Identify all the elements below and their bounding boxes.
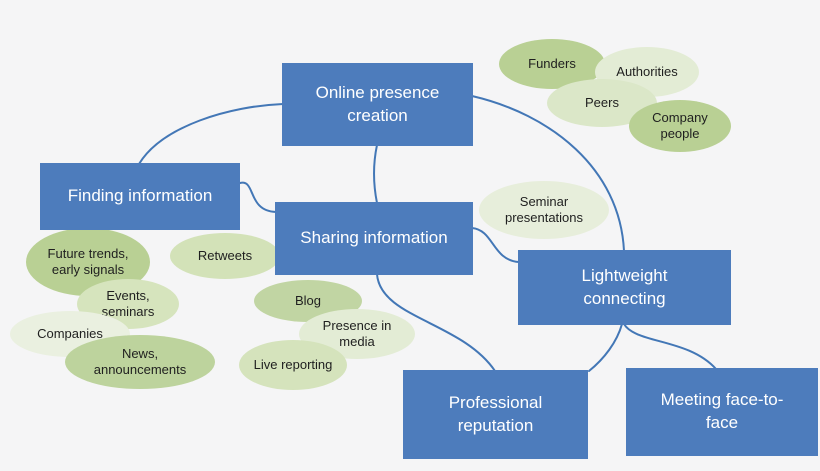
topic-news-announcements: News, announcements [65, 335, 215, 389]
topic-seminar-presentations: Seminar presentations [479, 181, 609, 239]
topic-retweets: Retweets [170, 233, 280, 279]
connector-lightweight-meeting [623, 323, 717, 370]
connector-online-finding [138, 103, 284, 165]
node-label: Sharing information [300, 228, 448, 248]
topic-label: Peers [585, 94, 619, 110]
topic-label: Seminar presentations [504, 193, 584, 225]
node-label: Lightweight connecting [581, 265, 668, 308]
connector-finding-sharing [239, 181, 277, 213]
node-label: Online presence creation [315, 82, 440, 125]
topic-label: Blog [294, 292, 322, 308]
node-meeting-face-to-face: Meeting face-to-face [626, 368, 818, 456]
topic-label: Companies [37, 325, 103, 341]
topic-label: Funders [528, 55, 576, 71]
node-lightweight-connecting: Lightweight connecting [518, 250, 731, 325]
connector-online-lightweight [471, 95, 625, 252]
node-online-presence-creation: Online presence creation [282, 63, 473, 146]
node-sharing-information: Sharing information [275, 202, 473, 275]
topic-label: Company people [652, 109, 708, 141]
node-professional-reputation: Professional reputation [403, 370, 588, 459]
topic-label: Authorities [616, 63, 678, 79]
topic-live-reporting: Live reporting [239, 340, 347, 390]
connector-sharing-professional [376, 273, 496, 372]
topic-label: Future trends, early signals [47, 245, 129, 277]
topic-label: Retweets [197, 247, 253, 263]
node-label: Professional reputation [448, 392, 543, 435]
connector-lightweight-professional [588, 323, 623, 372]
connector-sharing-lightweight [471, 227, 520, 263]
topic-label: Live reporting [253, 356, 333, 372]
connector-online-sharing [373, 144, 378, 204]
node-label: Meeting face-to-face [660, 390, 784, 432]
topic-label: Events, seminars [101, 287, 155, 319]
topic-label: News, announcements [93, 345, 187, 377]
node-label: Finding information [67, 186, 213, 206]
topic-label: Presence in media [322, 317, 392, 349]
topic-company-people: Company people [629, 100, 731, 152]
node-finding-information: Finding information [40, 163, 240, 230]
